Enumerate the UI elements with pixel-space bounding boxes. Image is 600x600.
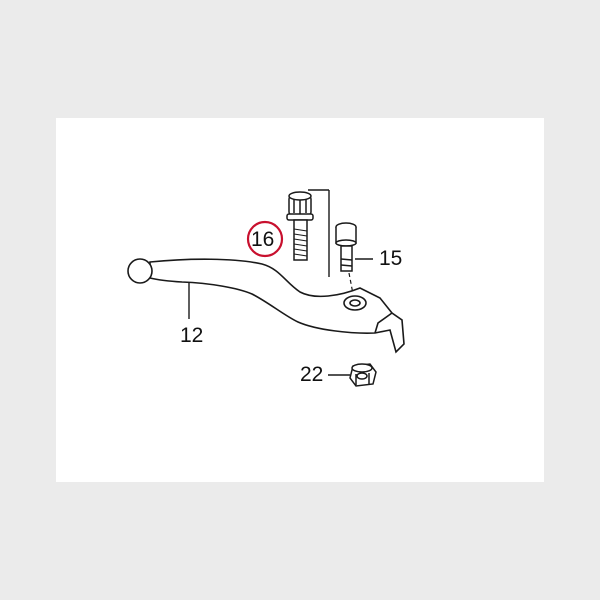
highlight-circle-16 <box>246 220 284 258</box>
part-label-22[interactable]: 22 <box>300 363 324 386</box>
part-label-12[interactable]: 12 <box>180 324 204 347</box>
brake-lever-12[interactable] <box>127 258 405 354</box>
part-label-15[interactable]: 15 <box>379 247 403 270</box>
pivot-bolt-16[interactable] <box>286 191 314 261</box>
assembly-bracket <box>308 189 330 277</box>
part-label-16[interactable]: 16 <box>251 228 275 251</box>
lock-nut-22[interactable] <box>349 363 377 387</box>
pivot-collar-15[interactable] <box>335 222 357 272</box>
